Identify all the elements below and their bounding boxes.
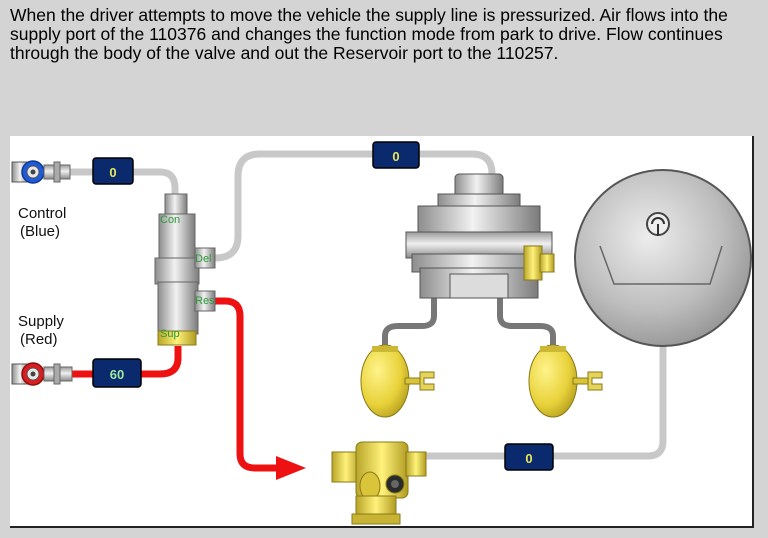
gauge-reservoir-value: 0 [525,451,532,466]
supply-inlet-line [72,346,182,378]
control-label-line1: Control [18,205,66,222]
gladhand-coupler-icon [11,160,71,184]
chamber-line-left [382,296,437,348]
diagram-area: 0 0 60 0 Control (Blue) [10,136,754,528]
control-line [70,168,179,198]
arrow-right-icon [276,456,306,480]
gauge-control-value: 0 [109,165,116,180]
control-label-line2: (Blue) [20,223,60,240]
gauge-delivery: 0 [372,141,420,169]
gladhand-coupler-icon [11,362,73,386]
gauge-supply: 60 [92,358,142,388]
gauge-supply-value: 60 [110,367,124,382]
relay-valve [405,173,555,299]
port-label-sup: Sup [160,328,180,340]
emergency-relay-valve [331,441,427,525]
chamber-line-right [497,296,556,348]
air-system-diagram: 0 0 60 0 Control (Blue) [11,141,752,525]
reservoir-line [410,341,667,460]
caption-text: When the driver attempts to move the veh… [10,5,728,63]
port-label-res: Res [195,295,215,307]
supply-coupler [11,362,73,386]
gauge-delivery-value: 0 [392,149,399,164]
brake-chamber-left [360,344,435,418]
port-label-del: Del [195,253,212,265]
delivery-line [214,150,496,262]
supply-reservoir-line [215,297,288,472]
supply-label-line2: (Red) [20,331,58,348]
control-coupler [11,160,71,184]
reservoir-tank [574,169,752,347]
brake-chamber-right [528,344,603,418]
gauge-reservoir: 0 [504,443,554,471]
port-label-con: Con [160,214,180,226]
park-control-valve: Con Del Res Sup [154,193,216,346]
gauge-control: 0 [92,157,134,185]
supply-label-line1: Supply [18,313,64,330]
